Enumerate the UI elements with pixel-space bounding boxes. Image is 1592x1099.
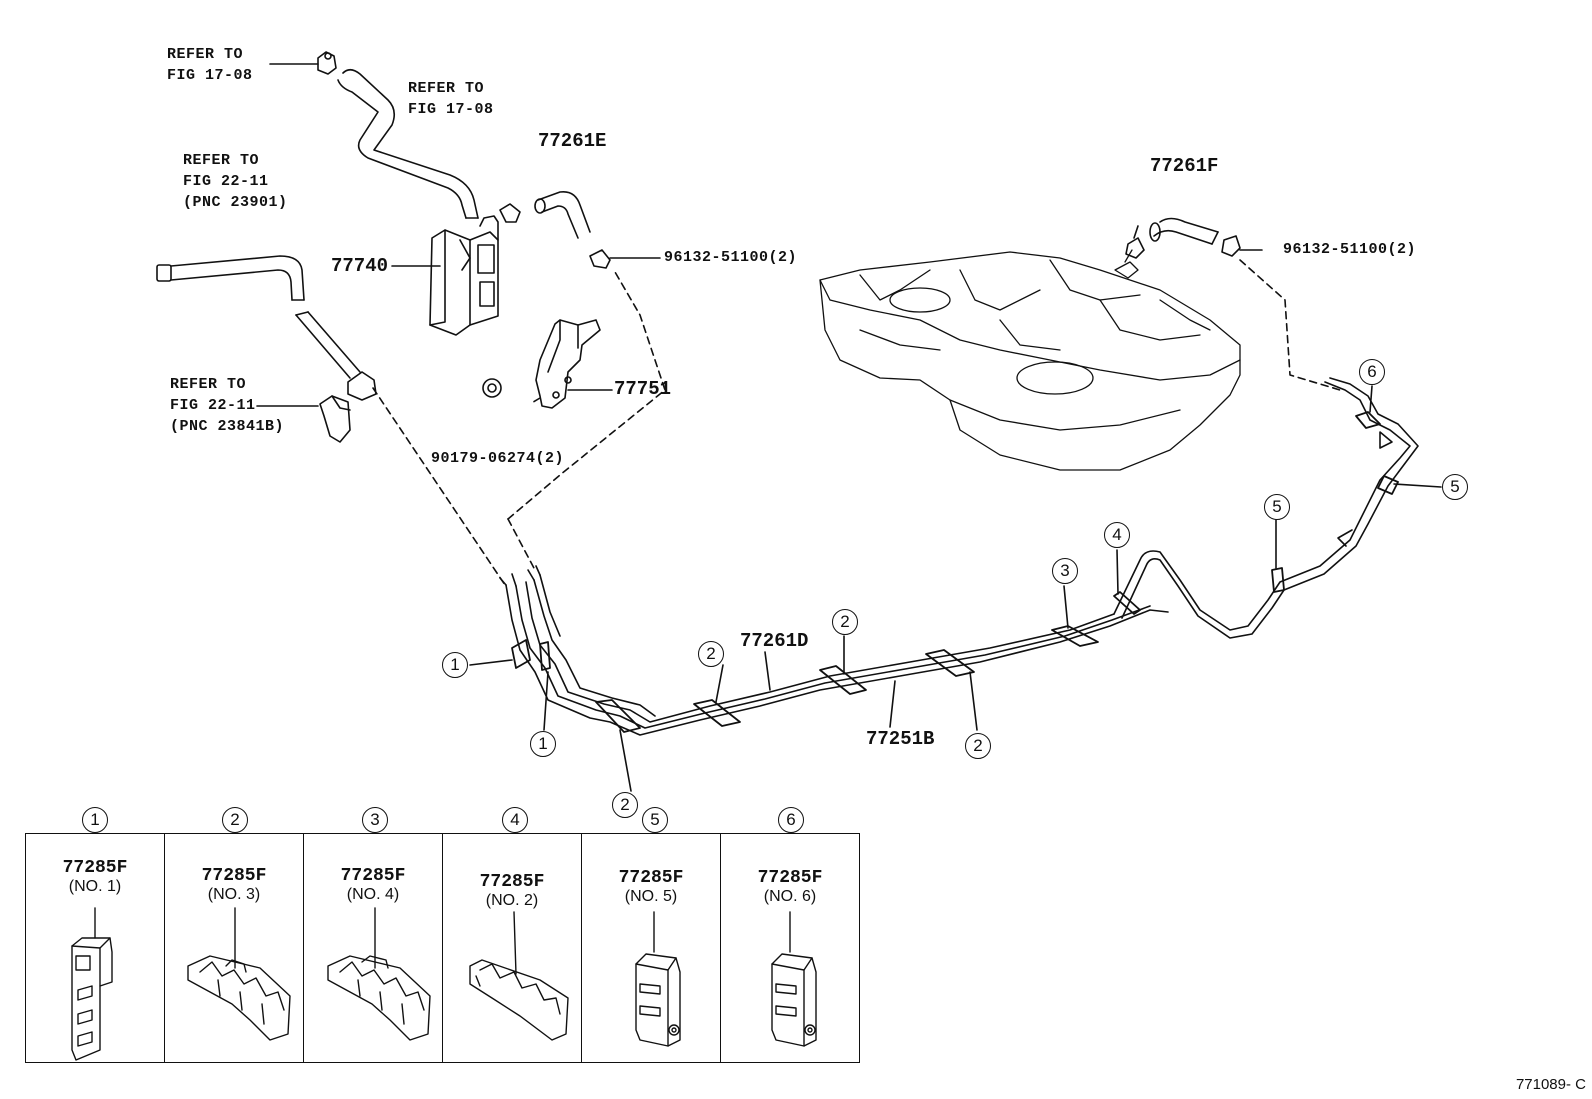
vent-hose-upper xyxy=(317,51,479,219)
refer-line: FIG 22-11 xyxy=(170,397,256,414)
refer-line: (PNC 23901) xyxy=(183,194,288,211)
refer-label-22-11-b: REFER TO FIG 22-11 (PNC 23841B) xyxy=(170,374,284,437)
legend-callout-4: 4 xyxy=(502,807,528,833)
legend-sub-label: (NO. 1) xyxy=(68,878,122,895)
refer-line: REFER TO xyxy=(167,46,244,63)
legend-callout-2: 2 xyxy=(222,807,248,833)
leader-lines xyxy=(256,63,1263,728)
refer-label-22-11-a: REFER TO FIG 22-11 (PNC 23901) xyxy=(183,150,288,213)
hose-77261f xyxy=(1125,217,1241,259)
legend-cell-6: 77285F (NO. 6) xyxy=(720,833,860,1063)
callout-3: 3 xyxy=(1052,558,1078,584)
tube-bundle xyxy=(499,377,1419,736)
refer-line: REFER TO xyxy=(408,80,485,97)
callout-2: 2 xyxy=(965,733,991,759)
bracket-77751 xyxy=(482,319,601,409)
vent-hose-left xyxy=(156,255,377,443)
legend-cell-1: 77285F (NO. 1) xyxy=(25,833,165,1063)
refer-line: FIG 17-08 xyxy=(167,67,253,84)
part-number-77261d: 77261D xyxy=(740,630,809,652)
legend-sub-label: (NO. 4) xyxy=(346,886,400,903)
legend-part-number: 77285F xyxy=(757,868,823,888)
refer-line: FIG 22-11 xyxy=(183,173,269,190)
refer-line: REFER TO xyxy=(183,152,260,169)
legend-callout-5: 5 xyxy=(642,807,668,833)
part-number-clip-left: 96132-51100(2) xyxy=(664,249,798,266)
legend-cell-5: 77285F (NO. 5) xyxy=(581,833,721,1063)
callout-1: 1 xyxy=(442,652,468,678)
refer-line: REFER TO xyxy=(170,376,247,393)
dashed-lines xyxy=(372,259,1341,586)
part-number-nut: 90179-06274(2) xyxy=(431,450,565,467)
part-number-clip-right: 96132-51100(2) xyxy=(1283,241,1417,258)
legend-cell-3: 77285F (NO. 4) xyxy=(303,833,443,1063)
callout-leaders xyxy=(469,385,1442,792)
callout-1: 1 xyxy=(530,731,556,757)
hose-77261e xyxy=(499,190,611,269)
fuel-tank xyxy=(819,249,1241,471)
part-number-77261f: 77261F xyxy=(1150,155,1219,177)
part-number-77751: 77751 xyxy=(614,378,672,400)
part-number-77740: 77740 xyxy=(331,255,389,277)
legend-sub-label: (NO. 6) xyxy=(763,888,817,905)
refer-label-17-08-b: REFER TO FIG 17-08 xyxy=(408,78,494,120)
legend-part-number: 77285F xyxy=(340,866,406,886)
legend-part-number: 77285F xyxy=(618,868,684,888)
callout-2: 2 xyxy=(698,641,724,667)
legend-cell-4: 77285F (NO. 2) xyxy=(442,833,582,1063)
callout-4: 4 xyxy=(1104,522,1130,548)
legend-part-number: 77285F xyxy=(479,872,545,892)
legend-sub-label: (NO. 5) xyxy=(624,888,678,905)
legend-callout-6: 6 xyxy=(778,807,804,833)
legend-callout-1: 1 xyxy=(82,807,108,833)
legend-callout-3: 3 xyxy=(362,807,388,833)
legend-part-number: 77285F xyxy=(201,866,267,886)
callout-2: 2 xyxy=(612,792,638,818)
canister xyxy=(429,215,499,336)
callout-6: 6 xyxy=(1359,359,1385,385)
callout-2: 2 xyxy=(832,609,858,635)
refer-label-17-08-a: REFER TO FIG 17-08 xyxy=(167,44,253,86)
clip-drawings xyxy=(71,907,817,1061)
legend-sub-label: (NO. 2) xyxy=(485,892,539,909)
refer-line: FIG 17-08 xyxy=(408,101,494,118)
callout-5: 5 xyxy=(1442,474,1468,500)
refer-line: (PNC 23841B) xyxy=(170,418,285,435)
callout-5: 5 xyxy=(1264,494,1290,520)
legend-sub-label: (NO. 3) xyxy=(207,886,261,903)
part-number-77251b: 77251B xyxy=(866,728,935,750)
legend-part-number: 77285F xyxy=(62,858,128,878)
figure-id: 771089- C xyxy=(1515,1076,1586,1093)
legend-cell-2: 77285F (NO. 3) xyxy=(164,833,304,1063)
tube-clamps xyxy=(511,411,1399,733)
part-number-77261e: 77261E xyxy=(538,130,607,152)
